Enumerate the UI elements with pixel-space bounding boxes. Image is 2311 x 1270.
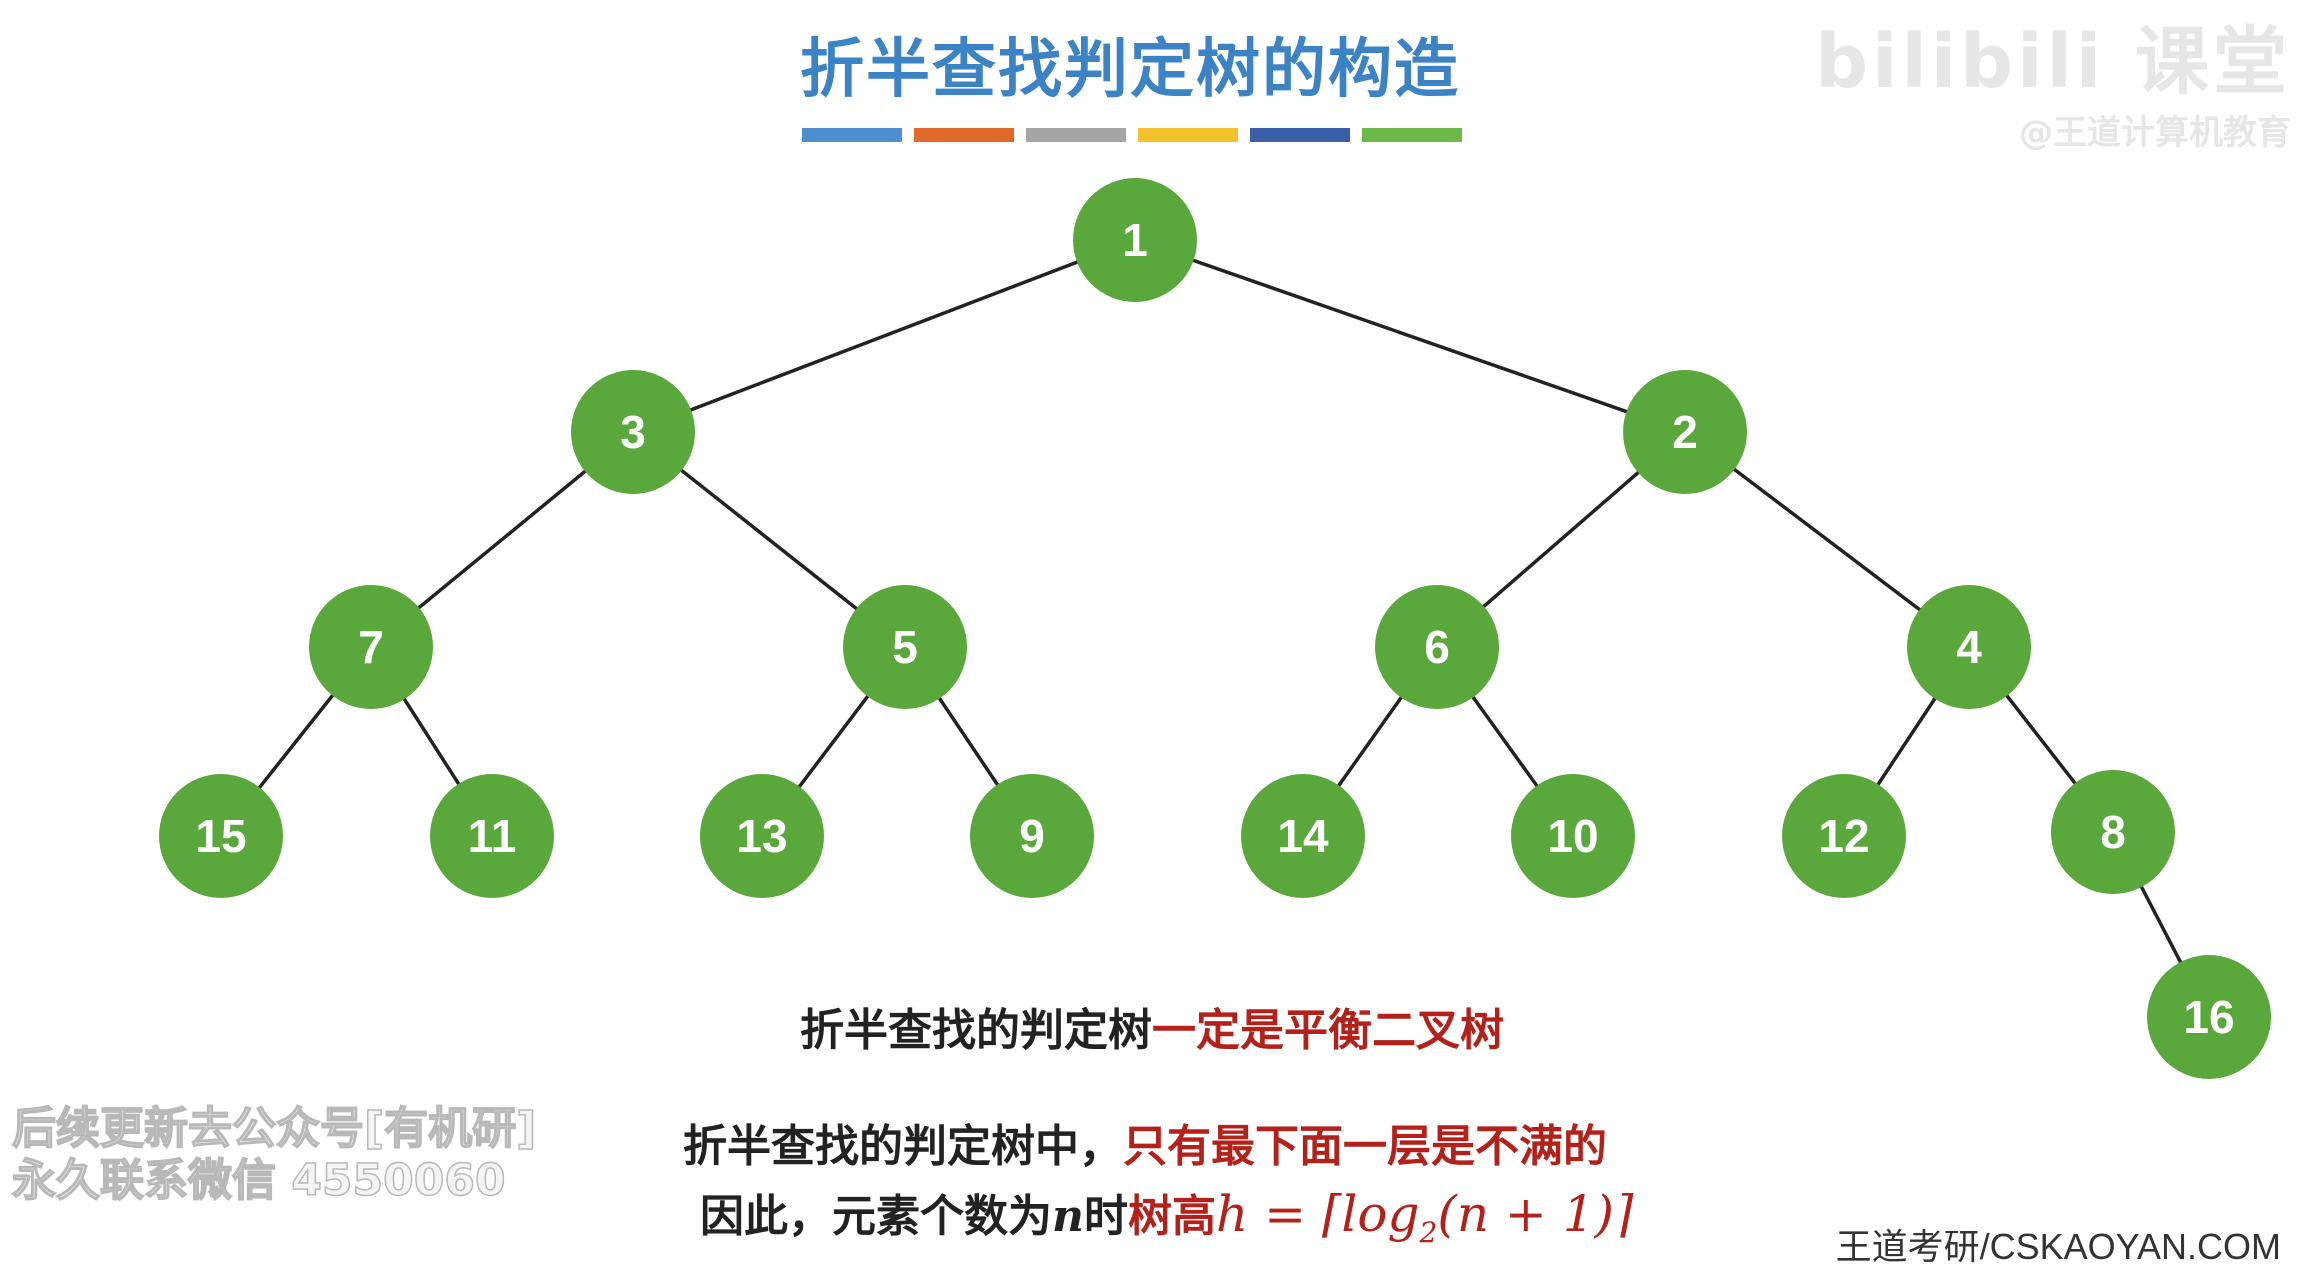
tree-node-label: 14 (1277, 810, 1329, 862)
tree-node-circle (1511, 774, 1635, 898)
tree-node-label: 10 (1547, 810, 1598, 862)
statement-height: 因此，元素个数为n时树高h = ⌈log2(n + 1)⌉ (700, 1180, 1634, 1249)
tree-node: 9 (970, 774, 1094, 898)
tree-node-circle (309, 585, 433, 709)
tree-node-label: 9 (1019, 810, 1045, 862)
height-formula: h = ⌈log2(n + 1)⌉ (1216, 1185, 1634, 1249)
tree-node: 8 (2051, 770, 2175, 894)
statement-balanced-normal: 折半查找的判定树 (800, 1005, 1152, 1056)
formula-sub: 2 (1419, 1216, 1438, 1249)
tree-node-label: 5 (892, 621, 918, 673)
tree-node: 2 (1623, 370, 1747, 494)
tree-node-label: 3 (620, 406, 646, 458)
tree-node-circle (571, 370, 695, 494)
formula-pre: h = ⌈log (1216, 1185, 1420, 1243)
tree-node-label: 15 (195, 810, 246, 862)
tree-node-circle (700, 774, 824, 898)
tree-node: 5 (843, 585, 967, 709)
tree-node-circle (1782, 774, 1906, 898)
tree-node: 14 (1241, 774, 1365, 898)
tree-node-label: 4 (1956, 621, 1982, 673)
tree-node-label: 7 (358, 621, 384, 673)
tree-node-label: 1 (1122, 214, 1148, 266)
tree-node-circle (970, 774, 1094, 898)
statement-height-normal: 因此，元素个数为 (700, 1191, 1052, 1242)
logo-main: bilibili 课堂 (1815, 19, 2291, 105)
page-title: 折半查找判定树的构造 (800, 33, 1460, 107)
watermark-line1: 后续更新去公众号[有机研] (11, 1102, 537, 1155)
tree-node-circle (1241, 774, 1365, 898)
title-color-bar (1026, 128, 1126, 142)
tree-node-label: 6 (1424, 621, 1450, 673)
tree-node-circle (430, 774, 554, 898)
tree-node-label: 16 (2183, 991, 2234, 1043)
statement-balanced: 折半查找的判定树一定是平衡二叉树 (800, 994, 1504, 1058)
tree-node: 16 (2147, 955, 2271, 1079)
tree-node: 1 (1073, 178, 1197, 302)
tree-node: 15 (159, 774, 283, 898)
statement-balanced-highlight: 一定是平衡二叉树 (1152, 1005, 1504, 1056)
tree-node: 13 (700, 774, 824, 898)
logo-sub: @王道计算机教育 (2019, 113, 2291, 153)
variable-n: n (1052, 1191, 1084, 1242)
tree-node-label: 8 (2100, 806, 2126, 858)
tree-node-circle (1623, 370, 1747, 494)
statement-bottom-level-highlight: 只有最下面一层是不满的 (1123, 1121, 1607, 1172)
tree-node: 11 (430, 774, 554, 898)
tree-node-circle (2051, 770, 2175, 894)
formula-post: (n + 1)⌉ (1437, 1185, 1634, 1243)
tree-node-circle (843, 585, 967, 709)
tree-node-label: 2 (1672, 406, 1698, 458)
tree-node: 3 (571, 370, 695, 494)
tree-edge (632, 238, 1136, 434)
title-color-bar (1362, 128, 1462, 142)
bilibili-logo: bilibili 课堂 @王道计算机教育 (1815, 2, 2291, 154)
statement-height-highlight: 树高 (1128, 1191, 1216, 1242)
tree-edge (1134, 238, 1686, 434)
tree-node-circle (159, 774, 283, 898)
tree-node: 10 (1511, 774, 1635, 898)
statement-height-mid: 时 (1084, 1191, 1128, 1242)
tree-node-label: 13 (736, 810, 787, 862)
tree-node: 12 (1782, 774, 1906, 898)
tree-node-circle (1907, 585, 2031, 709)
title-color-bar (802, 128, 902, 142)
title-color-bar (914, 128, 1014, 142)
tree-node-circle (1073, 178, 1197, 302)
footer-site: 王道考研/CSKAOYAN.COM (1835, 1226, 2281, 1267)
title-color-bar (1138, 128, 1238, 142)
tree-node: 7 (309, 585, 433, 709)
tree-node-circle (1375, 585, 1499, 709)
title-color-bar (1250, 128, 1350, 142)
tree-node-circle (2147, 955, 2271, 1079)
statement-bottom-level: 折半查找的判定树中，只有最下面一层是不满的 (683, 1110, 1607, 1174)
tree-node: 6 (1375, 585, 1499, 709)
tree-node: 4 (1907, 585, 2031, 709)
tree-node-label: 11 (468, 810, 517, 862)
tree-node-label: 12 (1818, 810, 1869, 862)
statement-bottom-level-normal: 折半查找的判定树中， (683, 1121, 1123, 1172)
watermark-line2: 永久联系微信 4550060 (11, 1154, 506, 1207)
